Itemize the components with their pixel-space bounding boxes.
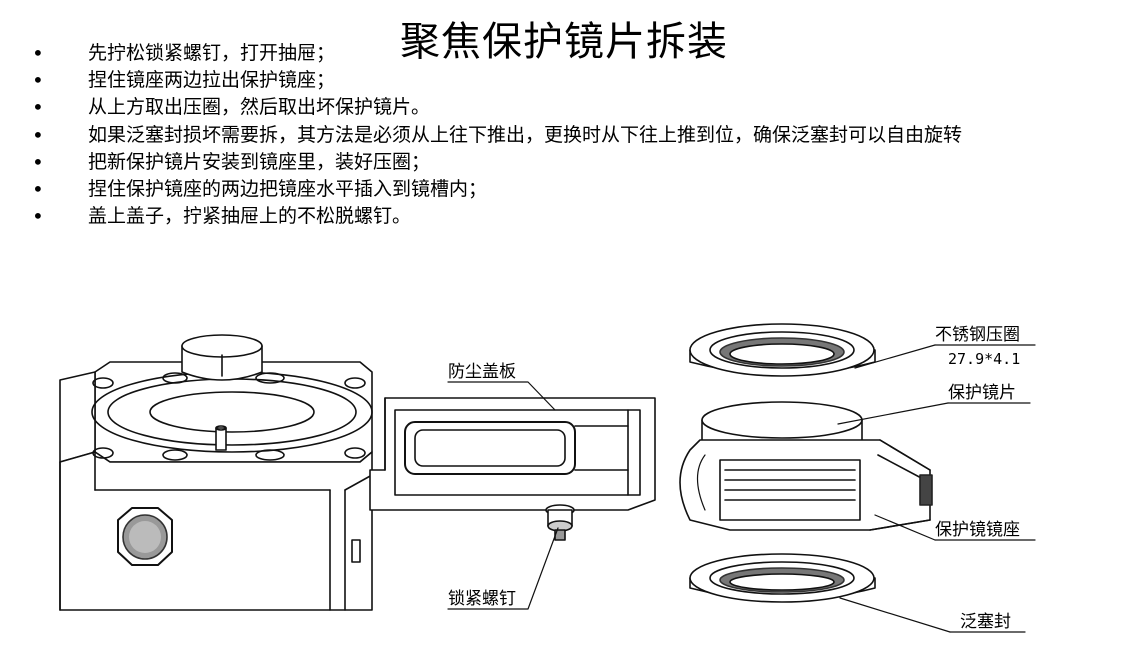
step-item: • 如果泛塞封损坏需要拆，其方法是必须从上往下推出，更换时从下往上推到位，确保泛塞…	[28, 121, 1126, 149]
label-stainless-ring: 不锈钢压圈	[935, 325, 1020, 345]
label-lens-holder: 保护镜镜座	[935, 520, 1020, 540]
step-text: 从上方取出压圈，然后取出坏保护镜片。	[88, 96, 431, 118]
bullet-icon: •	[32, 177, 44, 201]
page-title: 聚焦保护镜片拆装	[400, 19, 728, 65]
step-item: • 把新保护镜片安装到镜座里，装好压圈；	[28, 149, 1126, 176]
lens-holder-part	[679, 439, 933, 531]
step-item: • 盖上盖子，拧紧抽屉上的不松脱螺钉。	[28, 203, 1126, 230]
label-ring-size: 27.9*4.1	[948, 350, 1021, 368]
cutting-head-body	[59, 334, 373, 611]
step-item: • 从上方取出压圈，然后取出坏保护镜片。	[28, 94, 1126, 121]
label-lock-screw: 锁紧螺钉	[448, 589, 516, 609]
step-text: 如果泛塞封损坏需要拆，其方法是必须从上往下推出，更换时从下往上推到位，确保泛塞封…	[88, 124, 963, 146]
step-text: 盖上盖子，拧紧抽屉上的不松脱螺钉。	[88, 205, 412, 227]
bullet-icon: •	[32, 150, 44, 174]
step-item: • 捏住保护镜座的两边把镜座水平插入到镜槽内；	[28, 176, 1126, 203]
step-text: 捏住保护镜座的两边把镜座水平插入到镜槽内；	[88, 178, 488, 200]
label-dust-cover: 防尘盖板	[448, 362, 516, 382]
step-text: 捏住镜座两边拉出保护镜座；	[88, 69, 336, 91]
stainless-ring-part	[689, 323, 876, 377]
bullet-icon: •	[32, 68, 44, 92]
step-text: 把新保护镜片安装到镜座里，装好压圈；	[88, 151, 431, 173]
seal-part	[689, 553, 876, 603]
bullet-icon: •	[32, 95, 44, 119]
bullet-icon: •	[32, 204, 44, 228]
step-item: • 捏住镜座两边拉出保护镜座；	[28, 67, 1126, 94]
label-protective-lens: 保护镜片	[948, 383, 1016, 403]
drawer-dust-cover	[369, 397, 656, 541]
instruction-list: • 先拧松锁紧螺钉，打开抽屉； • 捏住镜座两边拉出保护镜座； • 从上方取出压圈，然…	[28, 40, 1126, 230]
bullet-icon: •	[32, 123, 44, 147]
bullet-icon: •	[32, 41, 44, 65]
step-text: 先拧松锁紧螺钉，打开抽屉；	[88, 42, 336, 64]
label-seal: 泛塞封	[960, 612, 1011, 632]
leader-lines	[447, 344, 1036, 633]
step-item: • 先拧松锁紧螺钉，打开抽屉；	[28, 40, 1126, 67]
